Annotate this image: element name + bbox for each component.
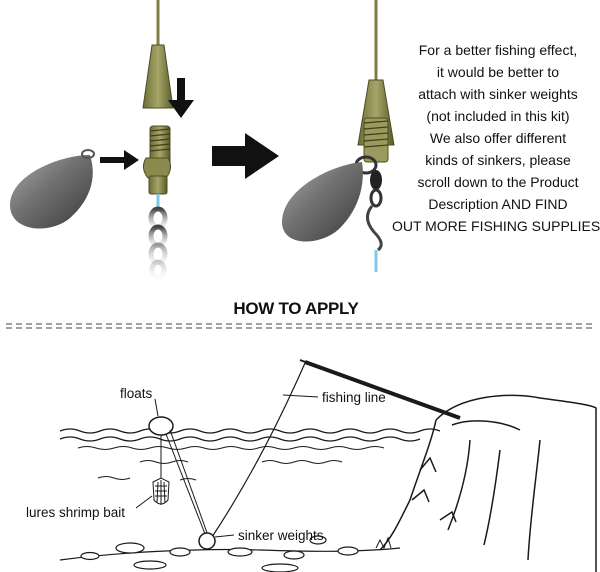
- callout-leader: [135, 495, 153, 509]
- float: [148, 416, 174, 436]
- fishing-line: [209, 362, 306, 541]
- float-line: [165, 433, 208, 540]
- water-surface: [59, 428, 441, 481]
- right-arrow-icon: [100, 150, 139, 170]
- label-bait: lures shrimp bait: [26, 505, 125, 520]
- fishing-scene: [59, 359, 597, 572]
- threaded-connector: [142, 125, 172, 195]
- callout-leader: [214, 534, 235, 538]
- fishing-rod: [304, 360, 461, 420]
- note-line: Description AND FIND: [428, 196, 567, 212]
- note-line: (not included in this kit): [426, 108, 569, 124]
- note-line: kinds of sinkers, please: [425, 152, 571, 168]
- callout-leader: [154, 398, 159, 417]
- riverbed: [59, 535, 401, 572]
- swivel-chain: [366, 170, 383, 252]
- cone-sleeve: [142, 44, 174, 109]
- callout-leader: [282, 394, 319, 398]
- down-arrow-icon: [168, 78, 194, 118]
- transition-arrow-icon: [212, 133, 279, 179]
- label-floats: floats: [120, 386, 153, 401]
- river-bank: [379, 394, 597, 572]
- label-sinker: sinker weights: [238, 528, 324, 543]
- note-line: For a better fishing effect,: [419, 42, 578, 58]
- sinker-marker: [198, 532, 216, 550]
- note-line: OUT MORE FISHING SUPPLIES!: [392, 218, 600, 234]
- swivel-chain: [148, 206, 168, 281]
- product-note: For a better fishing effect, it would be…: [392, 42, 600, 234]
- section-heading: HOW TO APPLY: [233, 299, 359, 318]
- rod-tip: [299, 359, 309, 364]
- float-line: [169, 429, 211, 542]
- note-line: it would be better to: [437, 64, 559, 80]
- rig-before: [10, 0, 194, 281]
- sinker-weight: [10, 149, 95, 229]
- note-line: scroll down to the Product: [417, 174, 578, 190]
- label-fishing-line: fishing line: [322, 390, 386, 405]
- sinker-weight: [282, 162, 363, 242]
- bait-basket: [152, 477, 170, 505]
- threaded-connector: [354, 117, 389, 175]
- note-line: We also offer different: [430, 130, 566, 146]
- note-line: attach with sinker weights: [418, 86, 578, 102]
- rig-after: [282, 0, 395, 272]
